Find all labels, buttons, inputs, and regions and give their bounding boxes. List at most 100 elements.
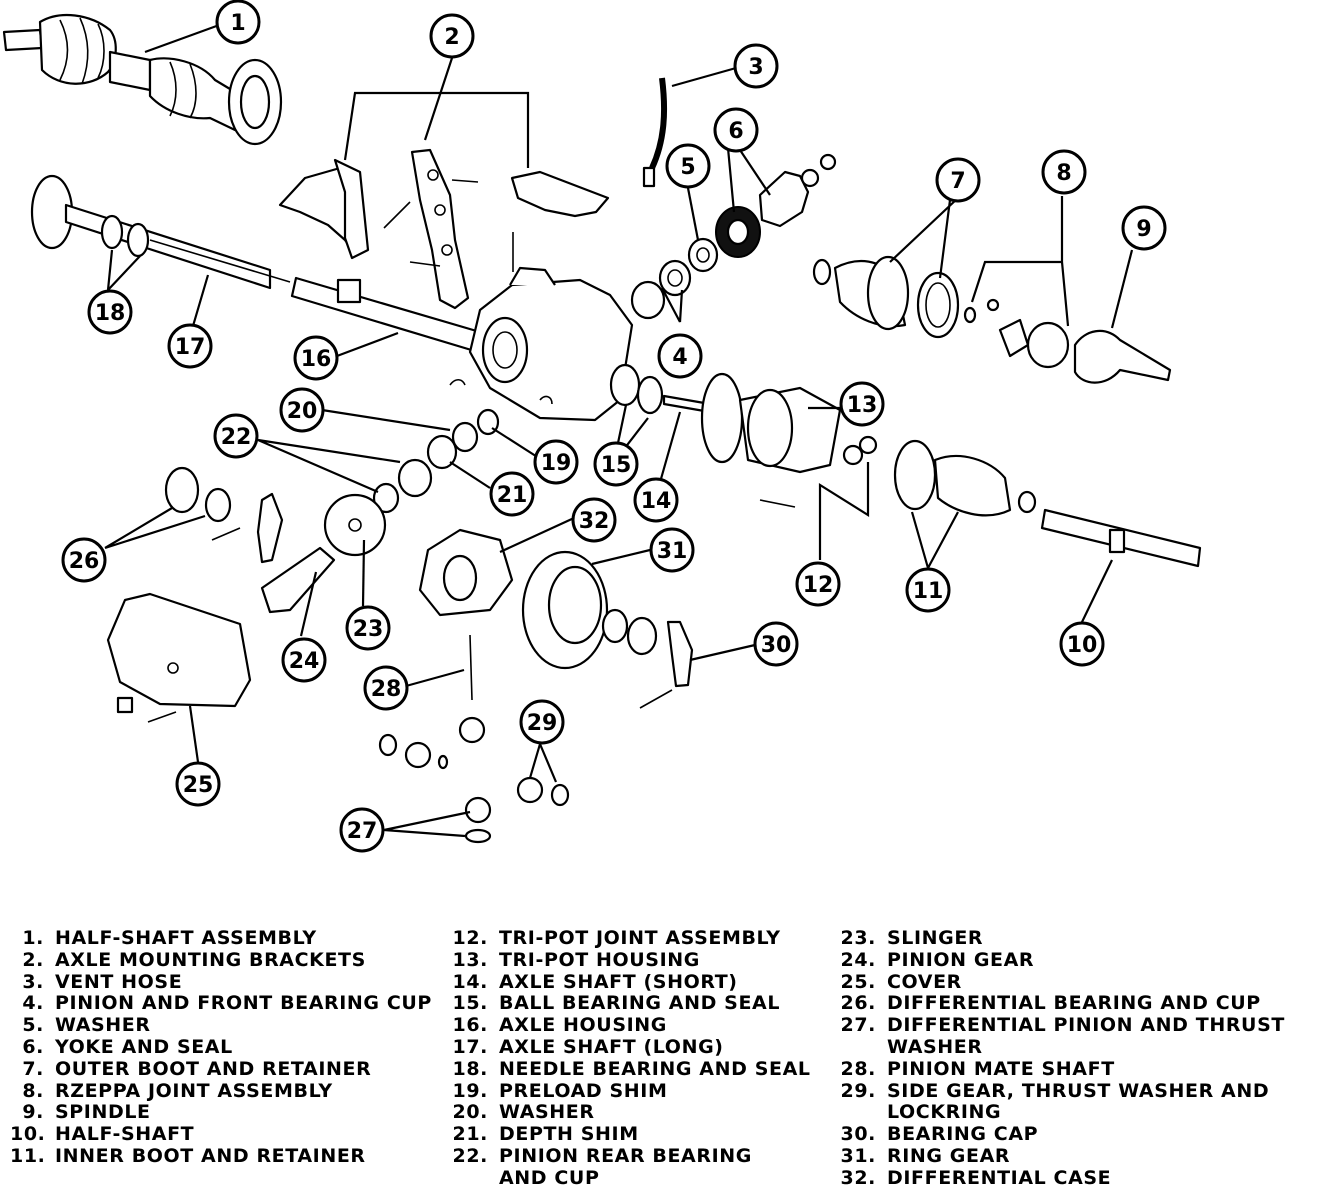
legend-item: 21. DEPTH SHIM: [452, 1123, 811, 1146]
legend-label: DEPTH SHIM: [499, 1123, 639, 1146]
legend-item: 10.HALF-SHAFT: [10, 1123, 432, 1146]
callout-7: 7: [935, 157, 981, 203]
callout-11: 11: [905, 567, 951, 613]
legend-item: 31.RING GEAR: [838, 1144, 1285, 1168]
legend-item: 4. PINION AND FRONT BEARING CUP: [10, 993, 432, 1015]
legend-item: 29. SIDE GEAR, THRUST WASHER AND LOCKRING: [838, 1079, 1285, 1125]
svg-text:21: 21: [497, 483, 528, 508]
legend-number: 26.: [840, 992, 876, 1015]
callout-10: 10: [1059, 621, 1105, 667]
legend-label: OUTER BOOT AND RETAINER: [55, 1057, 372, 1080]
legend-item: 26.DIFFERENTIAL BEARING AND CUP: [838, 993, 1285, 1015]
legend-number: 11.: [10, 1144, 46, 1167]
callout-29: 29: [519, 699, 565, 745]
callout-21: 21: [489, 471, 535, 517]
svg-text:9: 9: [1136, 217, 1151, 242]
svg-text:31: 31: [657, 539, 688, 564]
svg-text:30: 30: [761, 633, 792, 658]
callout-1: 1: [215, 0, 261, 45]
legend-label: HALF-SHAFT ASSEMBLY: [55, 927, 317, 949]
svg-text:26: 26: [69, 549, 100, 574]
legend-item: 24.PINION GEAR: [838, 948, 1285, 972]
callout-31: 31: [649, 527, 695, 573]
legend-number: 5.: [22, 1014, 44, 1037]
legend-number: 23.: [840, 927, 876, 949]
legend-label: SLINGER: [887, 927, 984, 949]
legend-number: 12.: [452, 927, 488, 949]
legend-item: 3.VENT HOSE: [10, 970, 432, 994]
legend-column-3: 23.SLINGER 24.PINION GEAR 25.COVER 26.DI…: [838, 927, 1285, 1190]
legend-item: 17.AXLE SHAFT (LONG): [452, 1036, 811, 1059]
legend-label: TRI-POT HOUSING: [499, 948, 700, 971]
callout-22: 22: [213, 413, 259, 459]
callout-12: 12: [795, 561, 841, 607]
svg-text:22: 22: [221, 425, 252, 450]
legend-number: 10.: [10, 1123, 46, 1146]
legend-label: YOKE AND SEAL: [55, 1035, 233, 1058]
legend-number: 7.: [22, 1057, 44, 1080]
callout-20: 20: [279, 387, 325, 433]
callout-6: 6: [713, 107, 759, 153]
callout-5: 5: [665, 143, 711, 189]
callout-18: 18: [87, 289, 133, 335]
legend-item: 1. HALF-SHAFT ASSEMBLY: [10, 927, 432, 950]
svg-text:10: 10: [1067, 633, 1098, 658]
legend-label: AXLE SHAFT (SHORT): [499, 970, 738, 993]
tri-pot-area-drawing: [609, 363, 878, 474]
callout-9: 9: [1121, 205, 1167, 251]
axle-housing-drawing: [30, 174, 634, 422]
legend-number: 3.: [22, 970, 44, 993]
legend-label: AXLE MOUNTING BRACKETS: [55, 948, 366, 971]
callout-24: 24: [281, 637, 327, 683]
svg-text:12: 12: [803, 573, 834, 598]
legend-item: 16.AXLE HOUSING: [452, 1014, 811, 1037]
legend-label: INNER BOOT AND RETAINER: [55, 1144, 366, 1167]
legend-number: 32.: [840, 1166, 876, 1189]
callout-16: 16: [293, 335, 339, 381]
outer-boot-rzeppa-drawing: [812, 255, 1172, 384]
exploded-axle-diagram: 1 2 3 4 5 6 7 8 9 10 11 12 13 14 15 16 1…: [2, 0, 1202, 853]
callout-32: 32: [571, 497, 617, 543]
legend-item: 13. TRI-POT HOUSING: [452, 948, 811, 972]
legend-label: PINION GEAR: [887, 948, 1035, 971]
legend-label: RING GEAR: [887, 1144, 1011, 1167]
legend-number: 15.: [452, 992, 488, 1015]
callout-28: 28: [363, 665, 409, 711]
callout-14: 14: [633, 477, 679, 523]
legend-number: 1.: [22, 927, 44, 949]
legend-item: 27.DIFFERENTIAL PINION AND THRUST WASHER: [838, 1014, 1285, 1059]
svg-text:11: 11: [913, 579, 944, 604]
axle-mounting-brackets-drawing: [278, 148, 610, 310]
svg-text:7: 7: [950, 169, 965, 194]
half-shaft-assembly-drawing: [2, 14, 283, 146]
svg-text:14: 14: [641, 489, 672, 514]
legend-item: 23. SLINGER: [838, 927, 1285, 950]
pinion-front-bearing-drawing: [630, 259, 692, 320]
legend-number: 25.: [840, 970, 876, 993]
legend-column-1: 1.HALF-SHAFT ASSEMBLY 2.AXLE MOUNTING BR…: [10, 927, 432, 1168]
legend-number: 21.: [452, 1123, 488, 1146]
legend-label: DIFFERENTIAL CASE: [887, 1166, 1112, 1189]
legend-item: 19.PRELOAD SHIM: [452, 1080, 811, 1103]
svg-text:15: 15: [601, 453, 632, 478]
half-shaft-inner-boot-drawing: [759, 439, 1202, 568]
leader-lines: [104, 22, 1134, 838]
legend-number: 4.: [22, 992, 44, 1015]
callout-27: 27: [339, 807, 385, 853]
differential-parts-drawing: [106, 466, 694, 844]
legend-label: SIDE GEAR, THRUST WASHER AND LOCKRING: [887, 1079, 1270, 1124]
legend-label: SPINDLE: [55, 1101, 151, 1124]
legend-item: 25.COVER: [838, 970, 1285, 994]
legend-item: 32. DIFFERENTIAL CASE: [838, 1166, 1285, 1190]
callout-8: 8: [1041, 149, 1087, 195]
legend-label: WASHER: [499, 1101, 595, 1124]
vent-hose-drawing: [642, 77, 668, 188]
svg-text:18: 18: [95, 301, 126, 326]
svg-text:8: 8: [1056, 161, 1071, 186]
legend-label: PINION AND FRONT BEARING CUP: [55, 992, 432, 1015]
legend-number: 22.: [452, 1144, 488, 1167]
svg-text:28: 28: [371, 677, 402, 702]
legend-number: 29.: [840, 1079, 876, 1102]
legend-number: 13.: [452, 948, 488, 971]
legend-item: 9.SPINDLE: [10, 1102, 432, 1124]
